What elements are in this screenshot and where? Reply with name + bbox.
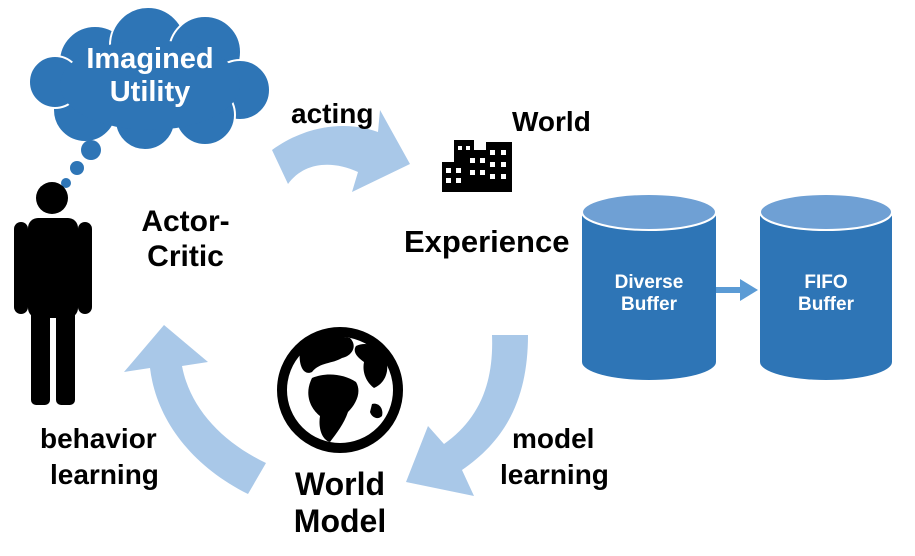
thought-cloud [28, 6, 271, 151]
thought-dots [61, 140, 101, 188]
agent-label-line2: Critic [147, 239, 224, 273]
experience-label: Experience [404, 224, 570, 259]
thought-bubble-label: Imagined Utility [70, 43, 230, 110]
thought-bubble-line1: Imagined [86, 43, 214, 75]
behavior-learning-arrow [124, 325, 266, 494]
agent-label-line1: Actor- [141, 205, 230, 238]
fifo-buffer-line1: FIFO [804, 272, 848, 293]
model-learning-label: model learning [500, 421, 609, 494]
world-label: World [512, 106, 591, 137]
world-model-line2: Model [293, 502, 387, 539]
diverse-buffer-label: Diverse Buffer [582, 272, 716, 316]
behavior-learning-label: behavior learning [40, 421, 159, 494]
model-learning-arrow [406, 335, 528, 496]
world-model-label: World Model [270, 466, 410, 540]
behavior-learning-line1: behavior [40, 423, 157, 454]
buildings-icon [442, 140, 512, 192]
model-learning-line1: model [512, 423, 595, 454]
acting-arrow [272, 110, 410, 192]
world-model-line1: World [294, 466, 386, 502]
diverse-buffer-line1: Diverse [614, 272, 684, 293]
person-icon [14, 182, 92, 405]
fifo-buffer [759, 193, 893, 380]
agent-label: Actor- Critic [118, 205, 253, 274]
fifo-buffer-label: FIFO Buffer [760, 272, 892, 316]
thought-bubble-line2: Utility [109, 76, 191, 109]
acting-label: acting [291, 98, 374, 129]
diverse-buffer [581, 193, 717, 380]
buffer-transfer-arrow [716, 279, 758, 301]
behavior-learning-line2: learning [50, 459, 159, 491]
fifo-buffer-line2: Buffer [798, 293, 854, 315]
diverse-buffer-line2: Buffer [621, 293, 677, 315]
model-learning-line2: learning [500, 459, 609, 491]
globe-icon [277, 327, 403, 453]
